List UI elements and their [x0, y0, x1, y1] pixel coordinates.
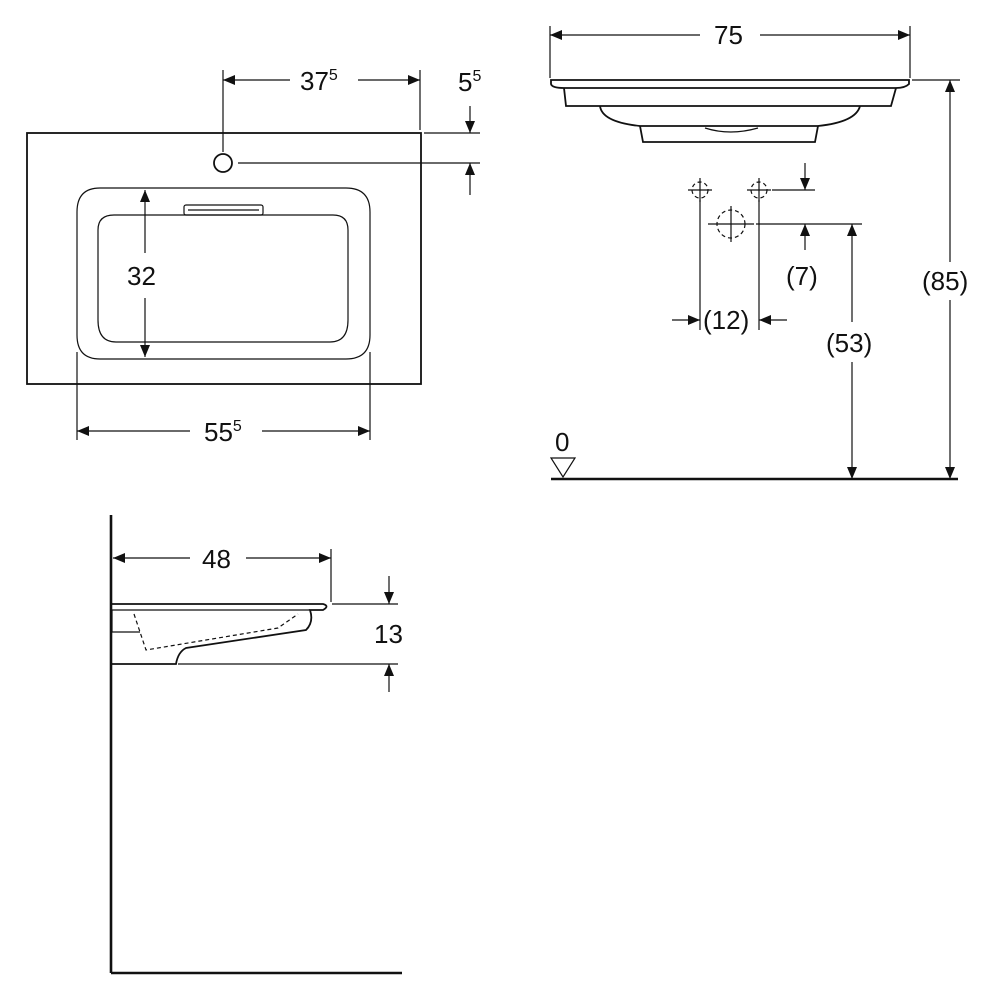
side-view: 48 13	[109, 515, 403, 975]
dim-drain-height: (53)	[826, 328, 872, 358]
basin-side-profile	[112, 603, 328, 665]
floor-level-marker	[549, 457, 577, 479]
basin-drain-base	[639, 125, 819, 143]
basin-body	[563, 87, 897, 107]
basin-bowl	[599, 105, 861, 127]
dim-fixing-spacing: (12)	[703, 305, 749, 335]
basin-hidden-bowl	[133, 613, 299, 651]
bowl-outer-contour	[76, 187, 371, 360]
dim-tap-hole-offset: 55	[458, 67, 481, 97]
top-view: 375 55 32 555	[26, 66, 481, 447]
floor-level-label: 0	[555, 427, 569, 457]
dim-projection: 48	[202, 544, 231, 574]
bowl-inner-contour	[97, 214, 349, 343]
top-view-outline	[26, 132, 422, 385]
dim-bowl-width: 555	[204, 417, 242, 447]
dim-overall-height: (85)	[922, 266, 968, 296]
dim-overall-width: 75	[714, 20, 743, 50]
fixing-point-right	[747, 178, 771, 202]
dim-tap-offset: 375	[300, 66, 338, 96]
dim-thickness: 13	[374, 619, 403, 649]
tap-hole	[213, 153, 233, 173]
basin-rim	[550, 79, 910, 89]
dim-fixing-drop: (7)	[786, 261, 818, 291]
front-view: 75 (85) (53) (7) (12) 0	[549, 20, 968, 481]
overflow-slot	[183, 204, 264, 216]
fixing-point-left	[688, 178, 712, 202]
drain-point	[708, 206, 754, 242]
dim-bowl-depth: 32	[127, 261, 156, 291]
